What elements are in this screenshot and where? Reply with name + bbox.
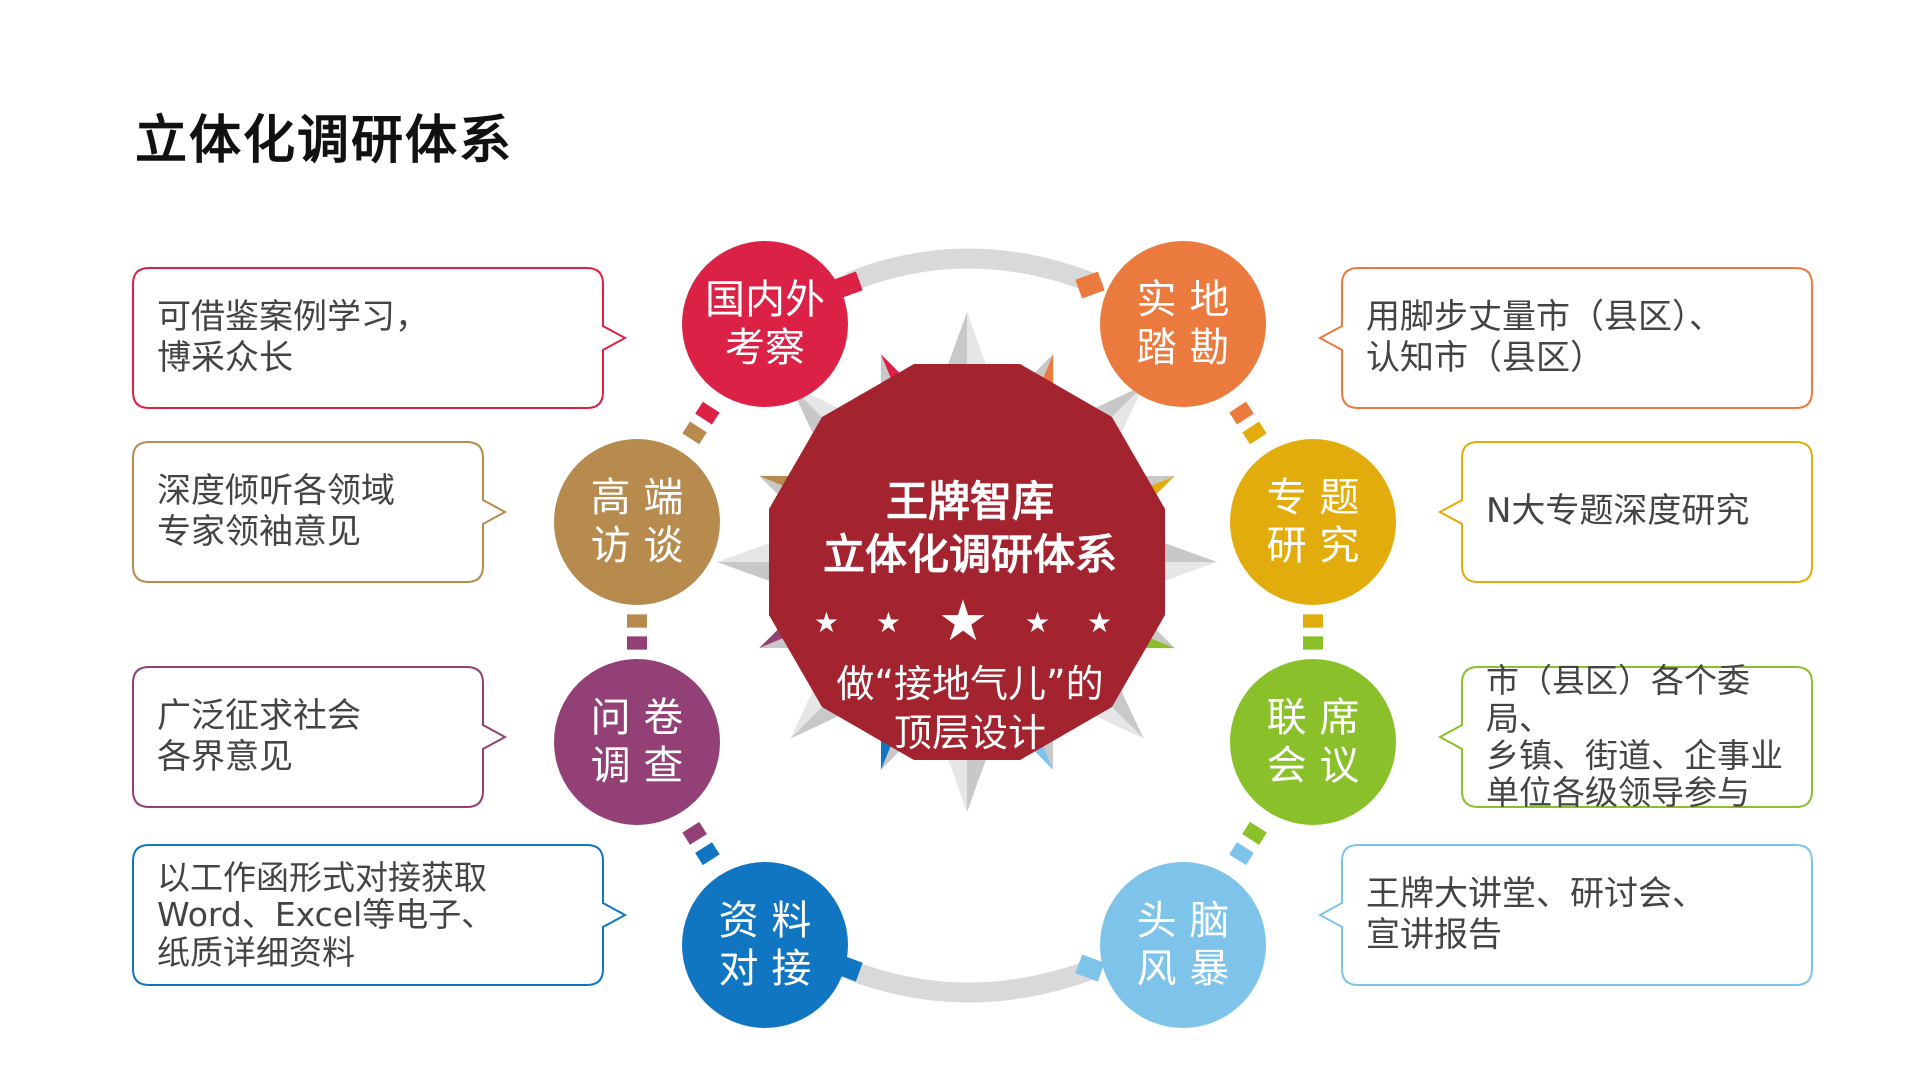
center-subtitle: 做“接地气儿”的 顶层设计 <box>836 662 1104 756</box>
callout-frame <box>1317 267 1813 409</box>
node-tounao: 头 脑 风 暴 <box>1100 862 1266 1028</box>
node-gaoduan: 高 端 访 谈 <box>554 439 720 605</box>
callout-frame <box>132 666 508 808</box>
big-star-icon: ★ <box>937 589 1003 654</box>
connector-dash <box>682 821 707 845</box>
callout-frame <box>132 844 628 986</box>
callout-left-3: 广泛征求社会 各界意见 <box>132 666 508 808</box>
callout-border <box>1437 441 1813 583</box>
ring-arc-top <box>846 248 1094 292</box>
callout-border <box>1317 267 1813 409</box>
callout-right-4: 王牌大讲堂、研讨会、 宣讲报告 <box>1317 844 1813 986</box>
callout-frame <box>1317 844 1813 986</box>
callout-text: 可借鉴案例学习， 博采众长 <box>157 296 429 378</box>
callout-left-1: 可借鉴案例学习， 博采众长 <box>132 267 628 409</box>
center-title: 王牌智库 立体化调研体系 <box>822 477 1117 579</box>
star-icon: ★ ★ <box>813 606 915 639</box>
callout-left-4: 以工作函形式对接获取 Word、Excel等电子、 纸质详细资料 <box>132 844 628 986</box>
callout-text: N大专题深度研究 <box>1486 491 1750 532</box>
center-stars: ★ ★ ★ ★ ★ <box>760 589 1180 654</box>
center-polygon <box>768 363 1166 761</box>
callout-right-1: 用脚步丈量市（县区）、 认知市（县区） <box>1317 267 1813 409</box>
connector-dash <box>695 842 720 866</box>
node-guoneiwai: 国内外 考察 <box>682 241 848 407</box>
connector-dash <box>1229 842 1254 866</box>
ring-arc-bottom <box>846 960 1094 1003</box>
callout-border <box>1437 666 1813 808</box>
callout-right-2: N大专题深度研究 <box>1437 441 1813 583</box>
callout-text: 王牌大讲堂、研讨会、 宣讲报告 <box>1366 873 1706 955</box>
callout-border <box>132 666 508 808</box>
callout-text: 以工作函形式对接获取 Word、Excel等电子、 纸质详细资料 <box>157 858 495 972</box>
callout-text: 用脚步丈量市（县区）、 认知市（县区） <box>1366 296 1723 378</box>
node-wenjuan: 问 卷 调 查 <box>554 659 720 825</box>
callout-right-3: 市（县区）各个委局、 乡镇、街道、企事业 单位各级领导参与 <box>1437 661 1813 813</box>
callout-border <box>1317 844 1813 986</box>
callout-text: 市（县区）各个委局、 乡镇、街道、企事业 单位各级领导参与 <box>1486 661 1783 813</box>
callout-border <box>132 441 508 583</box>
connector-dash <box>1229 401 1254 425</box>
center-label: 王牌智库 立体化调研体系 ★ ★ ★ ★ ★ 做“接地气儿”的 顶层设计 <box>760 476 1180 759</box>
callout-frame <box>1437 441 1813 583</box>
connector-dash <box>1075 271 1105 299</box>
star-icon: ★ ★ <box>1025 606 1127 639</box>
callout-text: 广泛征求社会 各界意见 <box>157 695 361 777</box>
callout-frame <box>132 267 628 409</box>
connector-dash <box>1242 421 1267 445</box>
connector-dash <box>695 401 720 425</box>
callout-frame <box>1437 666 1813 808</box>
callout-frame <box>132 441 508 583</box>
node-shidi: 实 地 踏 勘 <box>1100 241 1266 407</box>
callout-text: 深度倾听各领域 专家领袖意见 <box>157 470 395 552</box>
callout-left-2: 深度倾听各领域 专家领袖意见 <box>132 441 508 583</box>
connector-dash <box>1242 821 1267 845</box>
callout-border <box>132 844 628 986</box>
connector-dash <box>682 421 707 445</box>
node-ziliao: 资 料 对 接 <box>682 862 848 1028</box>
page-title: 立体化调研体系 <box>135 111 514 171</box>
callout-border <box>132 267 628 409</box>
node-lianxi: 联 席 会 议 <box>1230 659 1396 825</box>
node-zhuanti: 专 题 研 究 <box>1230 439 1396 605</box>
connector-dash <box>1075 954 1105 982</box>
